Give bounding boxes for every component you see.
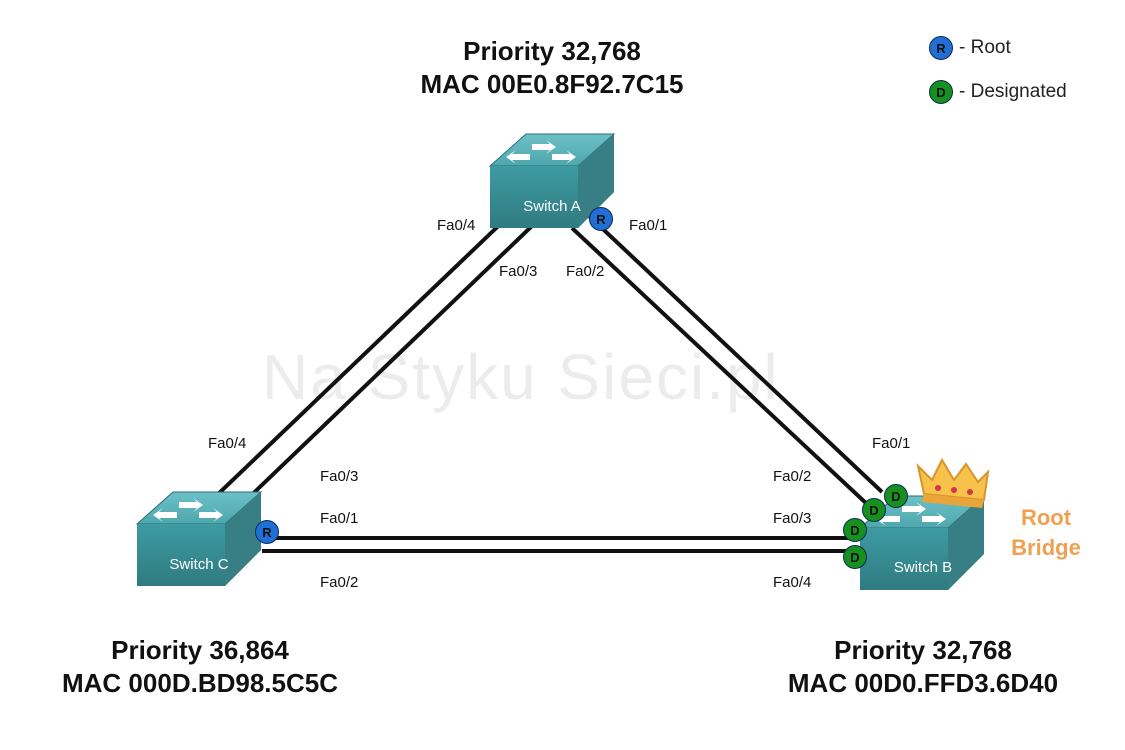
switch-c-label: Switch C [169, 556, 229, 573]
port-label-a-fa04: Fa0/4 [437, 217, 476, 234]
switch-b-mac: MAC 00D0.FFD3.6D40 [787, 668, 1059, 698]
switch-a-root-port-badge: R [589, 207, 613, 231]
port-label-b-fa03: Fa0/3 [773, 510, 812, 527]
switch-a-info: Priority 32,768 MAC 00E0.8F92.7C15 [352, 35, 752, 101]
link-a-b-fa02 [570, 226, 870, 507]
legend-root: R - Root [929, 36, 1011, 60]
switch-a-icon[interactable] [488, 133, 616, 228]
crown-icon [916, 457, 990, 508]
switch-c-priority: Priority 36,864 [111, 635, 289, 665]
port-label-c-fa03: Fa0/3 [320, 468, 359, 485]
port-label-a-fa03: Fa0/3 [499, 263, 538, 280]
port-label-a-fa02: Fa0/2 [566, 263, 605, 280]
legend-designated: D - Designated [929, 80, 1067, 104]
port-label-c-fa02: Fa0/2 [320, 574, 359, 591]
root-bridge-line1: Root [1020, 505, 1072, 530]
legend-root-label: - Root [959, 37, 1011, 58]
switch-b-designated-badge-fa01: D [884, 484, 908, 508]
legend-designated-badge: D [929, 80, 953, 104]
port-label-b-fa04: Fa0/4 [773, 574, 812, 591]
switch-c-mac: MAC 000D.BD98.5C5C [62, 668, 338, 698]
switch-b-info: Priority 32,768 MAC 00D0.FFD3.6D40 [723, 634, 1123, 700]
switch-a-label: Switch A [523, 198, 581, 215]
legend-root-badge: R [929, 36, 953, 60]
switch-a-priority: Priority 32,768 [463, 36, 641, 66]
link-a-c-fa03 [236, 223, 535, 510]
switch-b-priority: Priority 32,768 [834, 635, 1012, 665]
port-label-c-fa04: Fa0/4 [208, 435, 247, 452]
switch-b-designated-badge-fa03: D [843, 518, 867, 542]
link-a-c-fa04 [213, 208, 517, 499]
switch-b-label: Switch B [893, 559, 953, 576]
switch-a-mac: MAC 00E0.8F92.7C15 [420, 69, 684, 99]
root-bridge-label: Root Bridge [996, 503, 1096, 563]
switch-b-designated-badge-fa02: D [862, 498, 886, 522]
port-label-b-fa01: Fa0/1 [872, 435, 911, 452]
legend-designated-label: - Designated [959, 81, 1067, 102]
switch-b-icon[interactable] [858, 495, 986, 590]
switch-c-icon[interactable] [135, 491, 263, 586]
root-bridge-line2: Bridge [1011, 535, 1081, 560]
switch-c-info: Priority 36,864 MAC 000D.BD98.5C5C [0, 634, 400, 700]
port-label-a-fa01: Fa0/1 [629, 217, 668, 234]
link-a-b-fa01 [586, 213, 884, 494]
switch-c-root-port-badge: R [255, 520, 279, 544]
switch-b-designated-badge-fa04: D [843, 545, 867, 569]
port-label-c-fa01: Fa0/1 [320, 510, 359, 527]
port-label-b-fa02: Fa0/2 [773, 468, 812, 485]
